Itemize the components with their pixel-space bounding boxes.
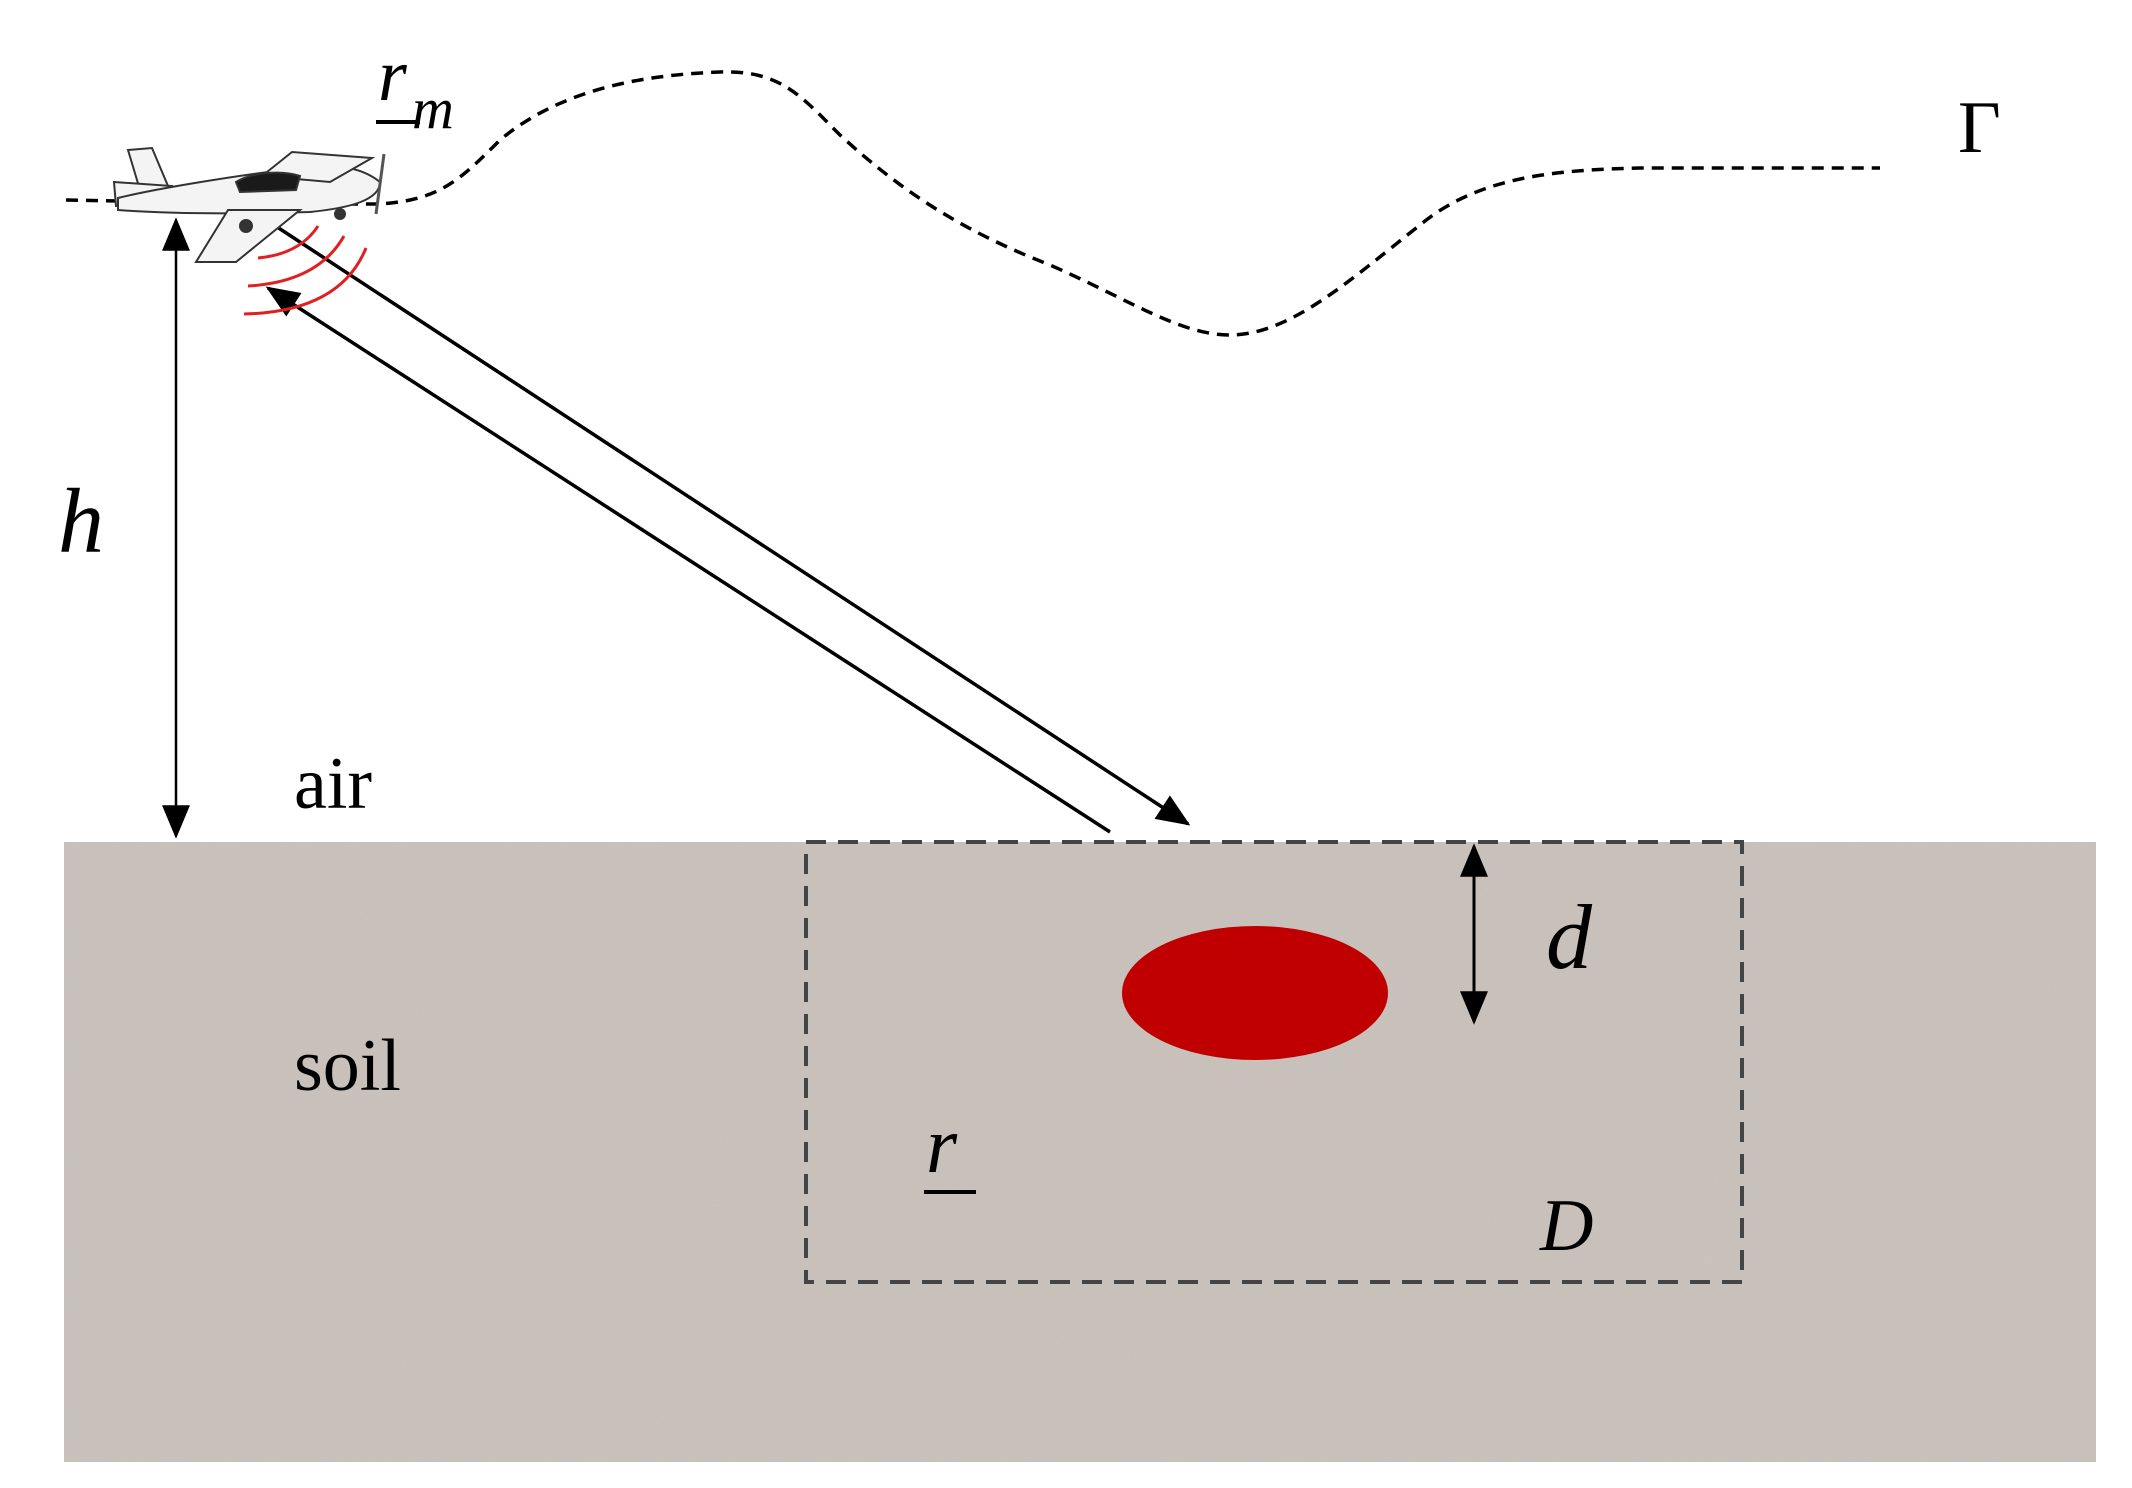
radar-wave-icon <box>243 225 368 316</box>
flight-path-label: Γ <box>1958 87 2001 169</box>
reflected-ray <box>265 286 1111 834</box>
incident-ray <box>244 204 1191 826</box>
soil-layer <box>64 842 2096 1462</box>
flight-path-curve <box>65 70 1880 337</box>
air-label: air <box>294 743 372 825</box>
domain-label: D <box>1539 1185 1593 1267</box>
depth-label: d <box>1546 886 1593 988</box>
height-label: h <box>58 470 104 572</box>
airplane-icon <box>112 146 386 263</box>
measurement-point-symbol: r <box>378 35 408 117</box>
measurement-point-label: r m <box>376 35 454 141</box>
point-label: r <box>924 1102 976 1194</box>
soil-label: soil <box>294 1025 401 1107</box>
investigation-domain-box <box>804 840 1744 1284</box>
buried-target <box>1122 926 1388 1060</box>
measurement-point-subscript: m <box>412 76 454 141</box>
point-symbol: r <box>926 1102 958 1190</box>
